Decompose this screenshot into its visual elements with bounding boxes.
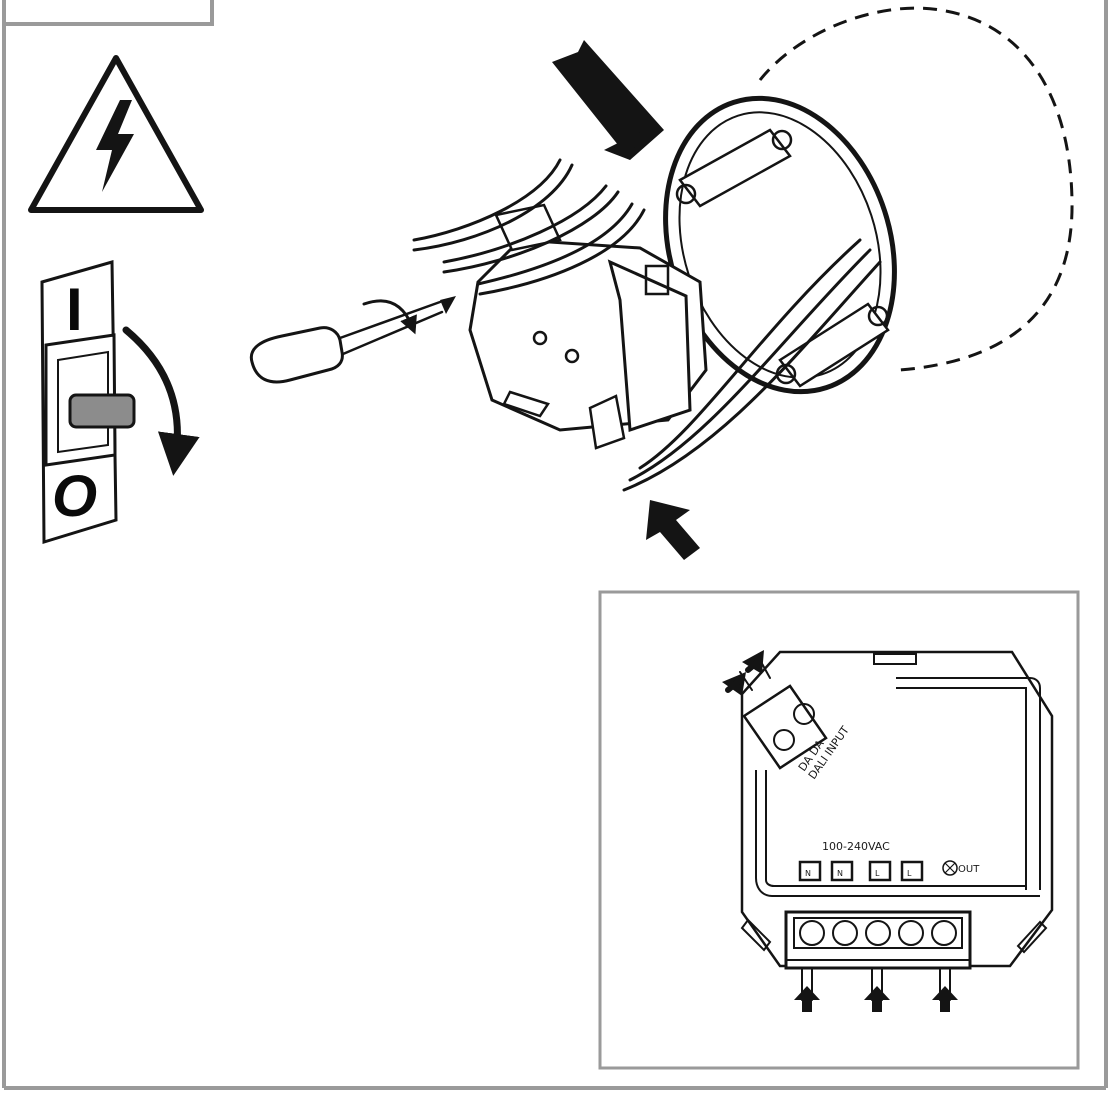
dimmer-module	[468, 203, 708, 450]
terminal-n-2: N	[830, 860, 854, 882]
terminal-l-1: L	[868, 860, 892, 882]
terminal-n-2-label: N	[837, 869, 843, 878]
rotate-arrow-icon	[362, 299, 417, 335]
terminal-l-1-label: L	[875, 869, 880, 878]
switch-on-symbol: I	[66, 276, 83, 343]
wall-box	[663, 6, 1074, 395]
load-wires	[412, 158, 646, 296]
terminal-n-1-label: N	[805, 869, 811, 878]
push-up-arrow-icon	[646, 500, 700, 560]
terminal-l-2-label: L	[907, 869, 912, 878]
high-voltage-warning-icon	[28, 55, 204, 213]
main-terminal-block	[784, 910, 972, 970]
voltage-label: 100-240VAC	[822, 840, 890, 853]
terminal-detail-inset: DA DA DALI INPUT 100-240VAC N N L L OUT	[598, 590, 1080, 1070]
output-screw: OUT	[942, 860, 980, 876]
out-label: OUT	[958, 864, 980, 875]
terminal-n-1: N	[798, 860, 822, 882]
circuit-breaker-icon: I O	[40, 260, 200, 545]
screwdriver-icon	[249, 296, 456, 384]
terminal-l-2: L	[900, 860, 924, 882]
mains-wires	[622, 238, 882, 492]
switch-off-symbol: O	[52, 464, 97, 529]
terminal-insert-arrows	[794, 967, 958, 1012]
switch-off-arrow-icon	[122, 326, 200, 476]
breaker-lever	[68, 393, 136, 429]
push-down-arrow-icon	[552, 40, 664, 160]
